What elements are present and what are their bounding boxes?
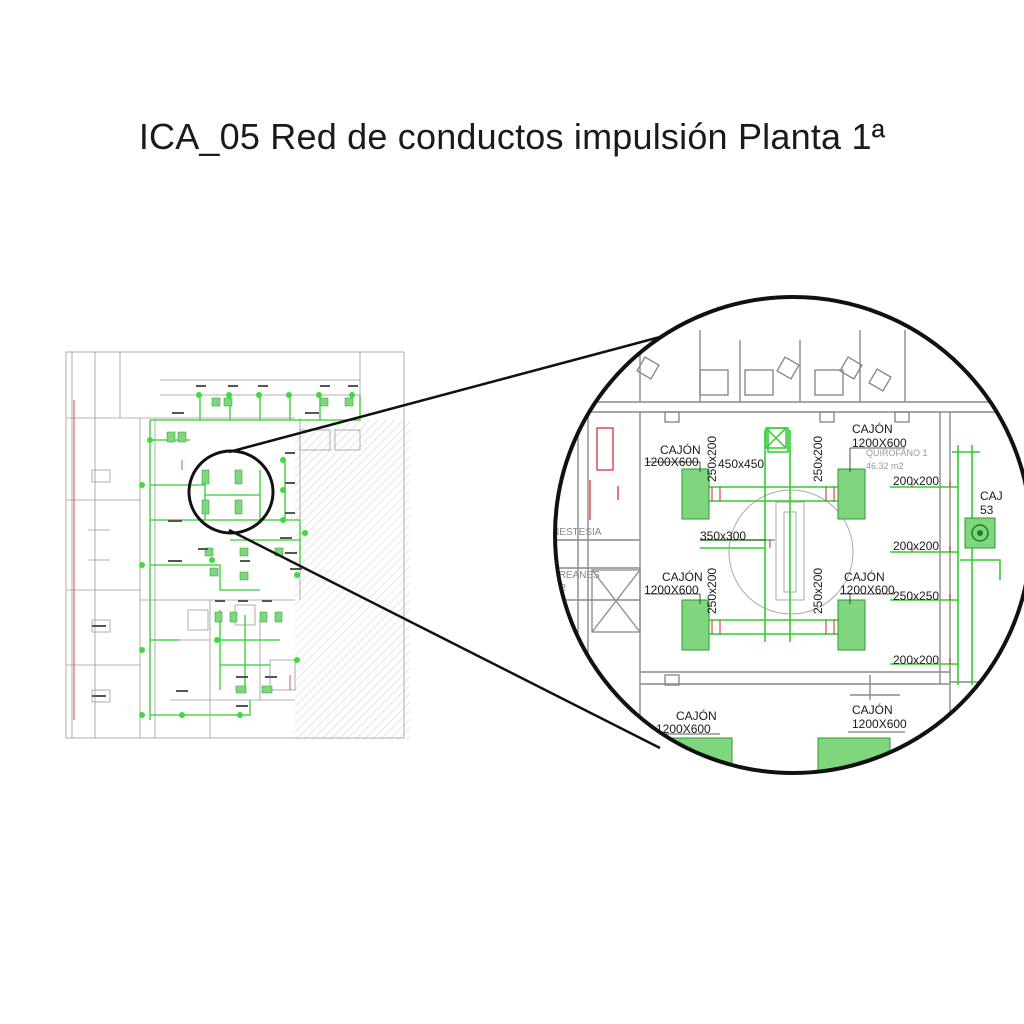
room-label-preanes: PREANES: [552, 570, 600, 581]
duct-label-9: 250x250: [893, 589, 939, 603]
cajon-size-2: 1200X600: [852, 436, 907, 450]
duct-label-8: 200x200: [893, 539, 939, 553]
room-label-quirofano: QUIRÓFANO 1: [866, 448, 928, 458]
cajon-size-6: 1200X600: [852, 717, 907, 731]
cajon-box-4: [837, 599, 866, 651]
detail-duct-network: [700, 427, 1001, 685]
cajon-size-5: 1200X600: [656, 722, 711, 736]
zoom-connector-lines: [228, 323, 706, 750]
duct-label-5: 250x200: [705, 568, 719, 614]
room-label-anestesia: NESTESIA: [552, 527, 602, 538]
cajon-caption-2: CAJÓN: [852, 421, 893, 436]
duct-label-4: 350x300: [700, 529, 746, 543]
duct-label-2: 450x450: [718, 457, 764, 471]
cajon-box-2: [837, 468, 866, 520]
duct-label-6: 250x200: [811, 568, 825, 614]
detail-round-diffuser: [964, 517, 996, 549]
hatched-area: [295, 420, 410, 740]
overview-red-walls: [73, 400, 291, 720]
cajon-size-7: 53: [980, 503, 994, 517]
duct-label-7: 200x200: [893, 474, 939, 488]
overview-floor-plan: [60, 350, 410, 740]
overview-duct-network: [149, 395, 361, 720]
cajon-caption-4: CAJÓN: [844, 569, 885, 584]
detail-red-elements: [589, 427, 619, 520]
zoom-detail-border: [553, 295, 1024, 775]
zoom-marker-circle: [187, 449, 275, 535]
cajon-box-5: [659, 737, 733, 773]
cajon-caption-6: CAJÓN: [852, 702, 893, 717]
cajon-size-1: 1200X600: [644, 455, 699, 469]
cajon-size-4: 1200X600: [840, 583, 895, 597]
room-label-area: 46.32 m2: [866, 461, 904, 471]
duct-label-1: 250x200: [705, 436, 719, 482]
duct-label-3: 250x200: [811, 436, 825, 482]
overview-tiny-annotations: [92, 385, 358, 707]
cajon-caption-3: CAJÓN: [662, 569, 703, 584]
duct-label-10: 200x200: [893, 653, 939, 667]
cajon-box-3: [681, 599, 710, 651]
detail-cross-fixture: [591, 569, 641, 633]
zoom-detail-view: CAJÓN 1200X600 CAJÓN 1200X600 CAJÓN 1200…: [552, 295, 1024, 775]
page-title: ICA_05 Red de conductos impulsión Planta…: [138, 116, 886, 157]
overview-diffusers: [139, 392, 355, 718]
cajon-size-3: 1200X600: [644, 583, 699, 597]
cajon-caption-5: CAJÓN: [676, 708, 717, 723]
overview-boxes: [166, 397, 354, 694]
cajon-box-1: [681, 468, 710, 520]
cajon-caption-1: CAJÓN: [660, 442, 701, 457]
detail-top-grille: [765, 427, 787, 449]
detail-leader-lines: [646, 447, 905, 735]
cajon-caption-7: CAJ: [980, 489, 1003, 503]
detail-dimension-ticks: [711, 481, 951, 664]
